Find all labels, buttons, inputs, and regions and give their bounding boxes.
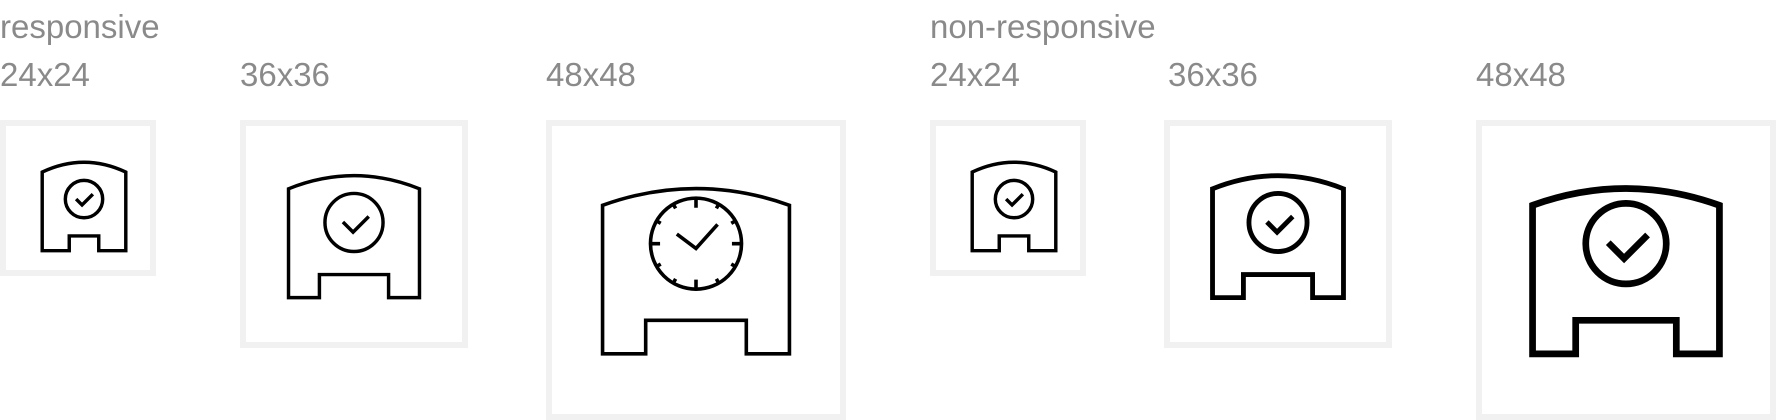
group-title-responsive: responsive [0, 8, 160, 45]
icon-tile-non-responsive-24 [930, 120, 1086, 276]
size-label-responsive-36: 36x36 [240, 56, 330, 93]
icon-tile-responsive-48 [546, 120, 846, 420]
clock-tower-icon [1210, 173, 1346, 301]
size-label-non-responsive-48: 48x48 [1476, 56, 1566, 93]
size-label-responsive-24: 24x24 [0, 56, 90, 93]
size-label-non-responsive-24: 24x24 [930, 56, 1020, 93]
icon-tile-responsive-36 [240, 120, 468, 348]
clock-tower-detailed-icon [600, 186, 792, 356]
icon-tile-responsive-24 [0, 120, 156, 276]
clock-tower-icon [970, 160, 1058, 253]
icon-tile-non-responsive-36 [1164, 120, 1392, 348]
clock-tower-icon [40, 160, 128, 253]
icon-tile-non-responsive-48 [1476, 120, 1776, 420]
group-title-non-responsive: non-responsive [930, 8, 1156, 45]
size-label-non-responsive-36: 36x36 [1168, 56, 1258, 93]
clock-tower-icon [286, 173, 422, 300]
clock-tower-icon [1529, 185, 1723, 358]
size-label-responsive-48: 48x48 [546, 56, 636, 93]
